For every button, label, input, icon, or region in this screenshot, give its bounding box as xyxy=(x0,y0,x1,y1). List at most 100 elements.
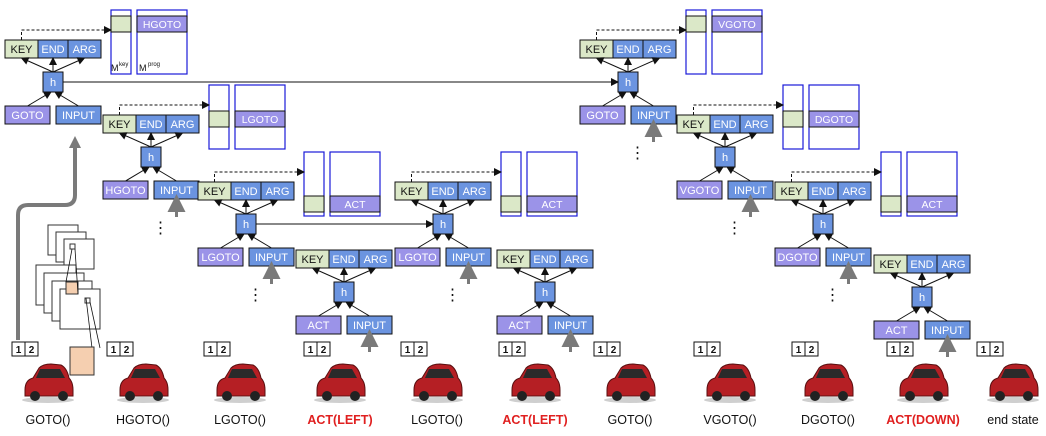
step-11-car-body xyxy=(989,363,1039,397)
core-3-mkey-row xyxy=(303,195,325,213)
step-9-car-window xyxy=(816,369,845,378)
step-8-car-body xyxy=(706,363,756,397)
core-6-input-label: INPUT xyxy=(554,320,587,332)
core-9-mprog-row-box xyxy=(906,195,958,213)
core-5-prog-label: LGOTO xyxy=(398,252,437,264)
core-10-edge-input xyxy=(923,306,948,322)
core-3-prog-label: LGOTO xyxy=(201,252,240,264)
core-3-end-label: END xyxy=(234,186,257,198)
core-9-edge-prog xyxy=(797,233,822,249)
core-4-edge-input xyxy=(345,301,370,317)
step-8-cell-label-2: 2 xyxy=(711,345,717,356)
step-3-cell-label-1: 1 xyxy=(208,345,214,356)
step-6-car-wheel-r xyxy=(545,391,555,401)
step-7-car-window xyxy=(618,369,647,378)
core-7-edge-input xyxy=(629,91,654,107)
step-7-cell-2 xyxy=(606,341,621,357)
step-9-car-wheel-r xyxy=(838,391,848,401)
proj-4 xyxy=(89,301,101,349)
core-6-key-label: KEY xyxy=(502,254,525,266)
core-10-arg-label: ARG xyxy=(942,259,966,271)
core-5-dots: ⋮ xyxy=(445,287,461,304)
core-7-edge-key xyxy=(595,57,629,73)
step-3-car-wheel-l xyxy=(222,391,232,401)
obs-path-head xyxy=(69,136,81,148)
core-5-end-label: END xyxy=(431,186,454,198)
core-1-mkey-row xyxy=(110,15,132,33)
step-4-car-wheel-r xyxy=(350,391,360,401)
core-2-input-label: INPUT xyxy=(160,185,193,197)
step-5-car xyxy=(411,363,463,403)
core-9-mkey-row xyxy=(880,195,902,213)
core-1-prog-label: GOTO xyxy=(11,110,44,122)
core-2-dots: ⋮ xyxy=(153,220,169,237)
core-4-end-label: END xyxy=(332,254,355,266)
step-6-car xyxy=(509,363,561,403)
step-8-cell-2 xyxy=(706,341,721,357)
step-7-car xyxy=(604,363,656,403)
core-8-mprog-row-label: DGOTO xyxy=(815,114,853,126)
step-5-cell-2 xyxy=(413,341,428,357)
core-4-edge-key xyxy=(311,267,345,283)
step-2-cell-label-2: 2 xyxy=(124,345,130,356)
step-9-car-wheel-l xyxy=(810,391,820,401)
step-5-car-wheel-l xyxy=(419,391,429,401)
core-9-arg-label: ARG xyxy=(843,186,867,198)
core-1-key-label: KEY xyxy=(10,44,33,56)
core-10-edge-prog xyxy=(896,306,921,322)
core-7-key-label: KEY xyxy=(585,44,608,56)
step-5-car-window xyxy=(425,369,454,378)
core-3-arg-label: ARG xyxy=(266,186,290,198)
step-8-label: VGOTO() xyxy=(703,413,756,427)
step-1-car-wheel-r xyxy=(58,391,68,401)
step-9-cell-label-1: 1 xyxy=(796,345,802,356)
core-7-arg-label: ARG xyxy=(648,44,672,56)
step-2-car-window xyxy=(131,369,160,378)
core-9-key-label: KEY xyxy=(780,186,803,198)
step-4-cell-label-1: 1 xyxy=(308,345,314,356)
core-8-end-label: END xyxy=(713,119,736,131)
step-10-label: ACT(DOWN) xyxy=(886,413,960,427)
core-5-mkey-row xyxy=(500,195,522,213)
core-6-edge-prog xyxy=(519,301,544,317)
step-1-car-body xyxy=(24,363,74,397)
core-3-dots: ⋮ xyxy=(248,287,264,304)
core-1-end-label: END xyxy=(41,44,64,56)
core-4-edge-prog xyxy=(318,301,343,317)
step-4-car-window xyxy=(328,369,357,378)
step-6-car-window xyxy=(523,369,552,378)
core-2-prog-label: HGOTO xyxy=(105,185,146,197)
core-6-edge-input xyxy=(546,301,571,317)
step-9-label: DGOTO() xyxy=(801,413,855,427)
core-4-prog-label: ACT xyxy=(308,320,330,332)
core-8-input-label: INPUT xyxy=(734,185,767,197)
step-4-cell-2 xyxy=(316,341,331,357)
step-11-car xyxy=(987,363,1039,403)
core-8-h-label: h xyxy=(722,152,728,164)
feature-map-b-cell xyxy=(65,281,79,295)
step-2-car-wheel-r xyxy=(153,391,163,401)
core-5-h-label: h xyxy=(440,219,446,231)
core-2-arg-label: ARG xyxy=(171,119,195,131)
core-3-edge-input xyxy=(247,233,272,249)
core-7-mprog-row-label: VGOTO xyxy=(718,19,756,31)
core-8-prog-label: VGOTO xyxy=(680,185,720,197)
step-3-cell-label-2: 2 xyxy=(221,345,227,356)
core-10-end-label: END xyxy=(910,259,933,271)
core-2-h-label: h xyxy=(148,152,154,164)
core-6-prog-label: ACT xyxy=(509,320,531,332)
step-11-cell-2 xyxy=(989,341,1004,357)
core-1-input-label: INPUT xyxy=(62,110,95,122)
core-7-h-label: h xyxy=(625,77,631,89)
step-1-cell-label-1: 1 xyxy=(16,345,22,356)
core-3-edge-key xyxy=(213,199,247,215)
core-7-mkey-row xyxy=(685,15,707,33)
proj-2 xyxy=(74,248,79,295)
core-1-edge-input xyxy=(54,91,79,107)
step-1-car-window xyxy=(36,369,65,378)
core-5-edge-input xyxy=(444,233,469,249)
mprog-sup: prog xyxy=(148,62,160,68)
core-8-edge-arg xyxy=(724,132,758,148)
